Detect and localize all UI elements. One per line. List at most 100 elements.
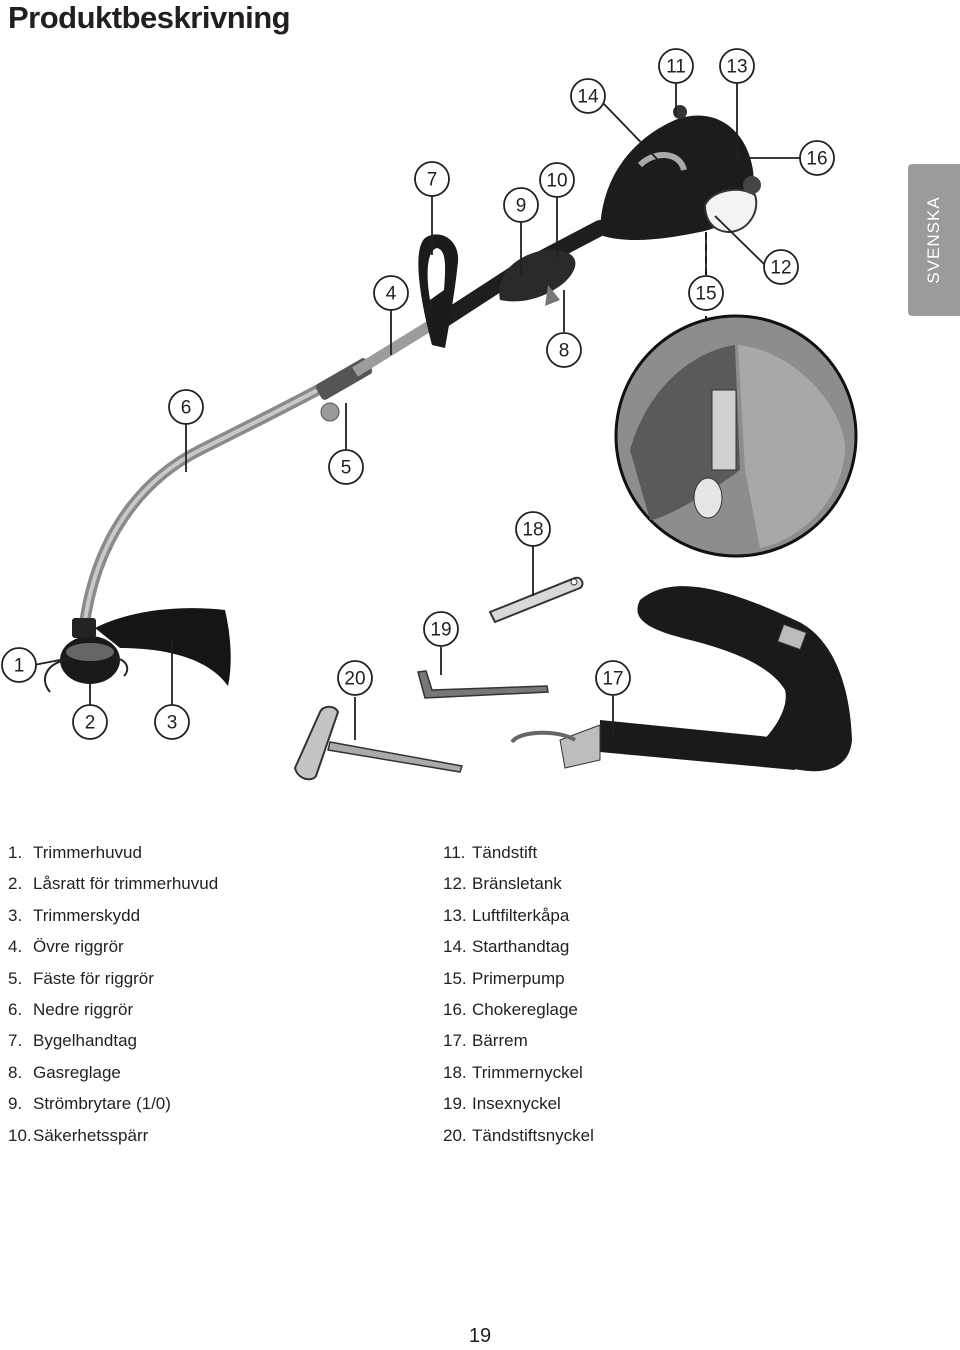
parts-list-left: 1. Trimmerhuvud 2. Låsratt för trimmerhuvu… [8, 837, 218, 1151]
trimmer-key-image [488, 576, 584, 624]
part-number: 11. [443, 843, 466, 862]
callout-circles [1, 48, 835, 740]
callout-2-label: 2 [85, 713, 96, 734]
callout-1-label: 1 [14, 656, 25, 677]
callout-5-label: 5 [341, 458, 352, 479]
part-number: 19. [443, 1094, 467, 1114]
part-row: 9.Strömbrytare (1/0) [8, 1088, 218, 1119]
part-name: Tändstift [472, 843, 538, 862]
part-row: 20.Tändstiftsnyckel [443, 1120, 594, 1151]
callout-12-label: 12 [770, 258, 791, 279]
callout-11-label: 11 [666, 57, 686, 78]
part-row: 14.Starthandtag [443, 931, 594, 962]
callout-12-circle [763, 249, 799, 285]
part-name: Strömbrytare (1/0) [33, 1094, 171, 1114]
part-row: 11. Tändstift [443, 837, 594, 868]
callout-13-circle [719, 48, 755, 84]
callout-8-circle [546, 332, 582, 368]
part-number: 20. [443, 1125, 467, 1145]
callout-9-circle [503, 187, 539, 223]
part-name: Övre riggrör [33, 937, 124, 957]
part-name: Gasreglage [33, 1062, 121, 1082]
part-number: 16. [443, 1000, 467, 1020]
callout-14-label: 14 [577, 87, 599, 108]
callout-11-circle [658, 48, 694, 84]
part-name: Bärrem [472, 1031, 528, 1051]
part-number: 14. [443, 937, 467, 957]
callout-3-label: 3 [167, 713, 178, 734]
part-number: 18. [443, 1062, 467, 1082]
callout-2-circle [72, 704, 108, 740]
part-name: Starthandtag [472, 937, 570, 957]
part-row: 10.Säkerhetsspärr [8, 1120, 218, 1151]
part-number: 2. [8, 874, 23, 894]
part-row: 1. Trimmerhuvud [8, 837, 218, 868]
part-name: Chokereglage [472, 1000, 578, 1020]
callout-4-label: 4 [386, 284, 397, 305]
part-number: 5. [8, 968, 23, 988]
callout-16-circle [799, 140, 835, 176]
part-number: 17. [443, 1031, 467, 1051]
callout-17-circle [595, 660, 631, 696]
part-name: Primerpump [472, 968, 565, 988]
part-number: 8. [8, 1062, 23, 1082]
part-row: 7. Bygelhandtag [8, 1025, 218, 1056]
callout-19-circle [423, 611, 459, 647]
trimmer-drawing [44, 105, 761, 693]
product-illustration: 1 2 3 4 5 6 7 8 9 10 11 12 13 14 15 16 1… [1, 48, 858, 781]
part-row: 13.Luftfilterkåpa [443, 900, 594, 931]
part-name: Luftfilterkåpa [472, 905, 570, 925]
part-row: 5. Fäste för riggrör [8, 963, 218, 994]
part-row: 17.Bärrem [443, 1025, 594, 1056]
callout-15-circle [688, 275, 724, 311]
callout-13-label: 13 [726, 57, 747, 78]
callout-9-label: 9 [516, 196, 527, 217]
part-number: 13. [443, 905, 467, 925]
spark-plug-wrench-image [293, 705, 463, 781]
callout-20-circle [337, 660, 373, 696]
callout-16-label: 16 [806, 149, 827, 170]
detail-circle-image [614, 232, 858, 558]
callout-18-circle [515, 511, 551, 547]
callout-14-circle [570, 78, 606, 114]
callout-4-circle [373, 275, 409, 311]
part-number: 4. [8, 937, 23, 957]
part-row: 19.Insexnyckel [443, 1088, 594, 1119]
language-tab: SVENSKA [908, 164, 960, 316]
part-name: Trimmerskydd [33, 905, 141, 925]
part-name: Säkerhetsspärr [33, 1125, 149, 1145]
part-name: Fäste för riggrör [33, 968, 154, 988]
part-name: Trimmernyckel [472, 1062, 583, 1082]
callout-6-circle [168, 389, 204, 425]
part-number: 15. [443, 968, 467, 988]
part-name: Insexnyckel [472, 1094, 561, 1114]
callout-7-circle [414, 161, 450, 197]
part-row: 3. Trimmerskydd [8, 900, 218, 931]
callout-8-label: 8 [559, 341, 570, 362]
callout-6-label: 6 [181, 398, 192, 419]
part-number: 1. [8, 843, 23, 862]
callout-17-label: 17 [602, 669, 623, 690]
part-row: 4. Övre riggrör [8, 931, 218, 962]
page-title: Produktbeskrivning [8, 0, 291, 35]
callout-3-circle [154, 704, 190, 740]
part-row: 15.Primerpump [443, 963, 594, 994]
callout-7-label: 7 [427, 170, 438, 191]
part-number: 3. [8, 905, 23, 925]
callout-numbers: 1 2 3 4 5 6 7 8 9 10 11 12 13 14 15 16 1… [14, 57, 828, 734]
part-name: Trimmerhuvud [33, 843, 142, 862]
part-name: Bygelhandtag [33, 1031, 137, 1051]
language-tab-label: SVENSKA [924, 196, 943, 284]
callout-1-circle [1, 647, 37, 683]
callout-5-circle [328, 449, 364, 485]
hex-key-image [417, 670, 549, 699]
part-row: 2. Låsratt för trimmerhuvud [8, 868, 218, 899]
part-name: Nedre riggrör [33, 1000, 134, 1020]
part-number: 7. [8, 1031, 23, 1051]
callout-18-label: 18 [522, 520, 543, 541]
part-name: Bränsletank [472, 874, 562, 894]
part-number: 6. [8, 1000, 23, 1020]
part-name: Låsratt för trimmerhuvud [33, 874, 219, 894]
part-row: 16.Chokereglage [443, 994, 594, 1025]
callout-15-label: 15 [695, 284, 716, 305]
